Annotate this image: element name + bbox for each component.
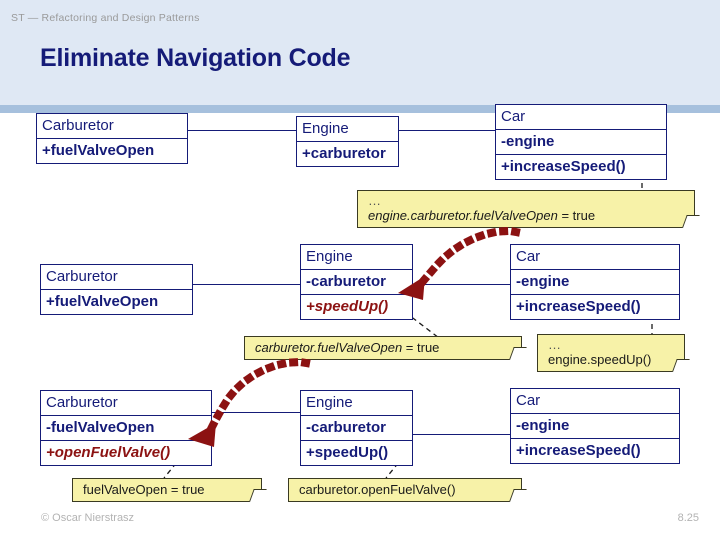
class-box-engine-r1: Engine +carburetor bbox=[296, 116, 399, 167]
note-2-tail: = true bbox=[402, 340, 440, 355]
class-name-r2-carburetor: Carburetor bbox=[46, 268, 118, 285]
class-member-r3-engine-1: +speedUp() bbox=[301, 440, 412, 465]
class-box-carburetor-r1: Carburetor +fuelValveOpen bbox=[36, 113, 188, 164]
course-eyebrow-label: ST — Refactoring and Design Patterns bbox=[11, 12, 200, 24]
class-member-r3-car-1: +increaseSpeed() bbox=[511, 438, 679, 463]
class-name-r3-engine: Engine bbox=[306, 394, 353, 411]
refactor-arrow-1 bbox=[398, 227, 521, 300]
leader-line-engine-r2-to-note-2 bbox=[405, 312, 440, 339]
note-2-path: carburetor.fuelValveOpen bbox=[255, 340, 403, 355]
class-box-car-r3: Car -engine +increaseSpeed() bbox=[510, 388, 680, 464]
note-3-text: engine.speedUp() bbox=[548, 351, 676, 368]
class-member-r1-engine-0: +carburetor bbox=[297, 141, 398, 166]
note-1-ellipsis: … bbox=[368, 193, 382, 208]
class-name-r2-engine: Engine bbox=[306, 248, 353, 265]
class-box-carburetor-r2: Carburetor +fuelValveOpen bbox=[40, 264, 193, 315]
footer-copyright: © Oscar Nierstrasz bbox=[41, 512, 135, 524]
note-4-text: fuelValveOpen = true bbox=[83, 481, 253, 498]
class-member-r1-carburetor-0: +fuelValveOpen bbox=[37, 138, 187, 163]
class-member-r2-engine-0: -carburetor bbox=[301, 269, 412, 294]
class-box-engine-r3: Engine -carburetor +speedUp() bbox=[300, 390, 413, 466]
note-1-tail: = true bbox=[557, 208, 596, 223]
association-line-r3-engine-car bbox=[413, 434, 510, 435]
association-line-r3-carburetor-engine bbox=[212, 412, 300, 413]
class-member-r1-car-0: -engine bbox=[496, 129, 666, 154]
class-box-car-r2: Car -engine +increaseSpeed() bbox=[510, 244, 680, 320]
note-5-tail: carburetor.openFuelValve() bbox=[299, 482, 456, 497]
note-2-text: carburetor.fuelValveOpen = true bbox=[255, 339, 513, 356]
class-name-r1-engine: Engine bbox=[302, 120, 349, 137]
note-1-path: engine.carburetor.fuelValveOpen bbox=[368, 208, 558, 223]
note-1: … engine.carburetor.fuelValveOpen = true bbox=[357, 190, 700, 228]
class-name-r1-carburetor: Carburetor bbox=[42, 117, 114, 134]
note-3: … engine.speedUp() bbox=[537, 334, 690, 372]
class-member-r3-carburetor-1: +openFuelValve() bbox=[41, 440, 211, 465]
class-name-r3-car: Car bbox=[516, 392, 541, 409]
class-box-car-r1: Car -engine +increaseSpeed() bbox=[495, 104, 667, 180]
header-divider-rule bbox=[0, 105, 720, 113]
note-2: carburetor.fuelValveOpen = true bbox=[244, 336, 527, 360]
association-line-r2-engine-car bbox=[413, 284, 510, 285]
class-box-carburetor-r3: Carburetor -fuelValveOpen +openFuelValve… bbox=[40, 390, 212, 466]
class-member-r2-car-1: +increaseSpeed() bbox=[511, 294, 679, 319]
note-3-tail: engine.speedUp() bbox=[548, 352, 652, 367]
note-5-text: carburetor.openFuelValve() bbox=[299, 481, 513, 498]
class-name-r3-carburetor: Carburetor bbox=[46, 394, 118, 411]
refactor-arrow-2 bbox=[188, 358, 311, 447]
note-4-tail: fuelValveOpen = true bbox=[83, 482, 205, 497]
association-line-r2-carburetor-engine bbox=[193, 284, 300, 285]
class-member-r3-carburetor-0: -fuelValveOpen bbox=[41, 415, 211, 440]
class-member-r3-engine-0: -carburetor bbox=[301, 415, 412, 440]
association-line-r1-engine-car bbox=[399, 130, 495, 131]
class-member-r3-car-0: -engine bbox=[511, 413, 679, 438]
note-5: carburetor.openFuelValve() bbox=[288, 478, 527, 502]
footer-page-number: 8.25 bbox=[677, 512, 699, 524]
note-4: fuelValveOpen = true bbox=[72, 478, 267, 502]
note-1-text: engine.carburetor.fuelValveOpen = true bbox=[368, 207, 686, 224]
class-member-r2-carburetor-0: +fuelValveOpen bbox=[41, 289, 192, 314]
class-member-r2-car-0: -engine bbox=[511, 269, 679, 294]
class-member-r1-car-1: +increaseSpeed() bbox=[496, 154, 666, 179]
class-name-r2-car: Car bbox=[516, 248, 541, 265]
note-3-ellipsis: … bbox=[548, 337, 562, 352]
association-line-r1-carburetor-engine bbox=[188, 130, 296, 131]
header-band bbox=[0, 0, 720, 105]
class-name-r1-car: Car bbox=[501, 108, 526, 125]
class-box-engine-r2: Engine -carburetor +speedUp() bbox=[300, 244, 413, 320]
class-member-r2-engine-1: +speedUp() bbox=[301, 294, 412, 319]
page-title: Eliminate Navigation Code bbox=[40, 44, 351, 72]
